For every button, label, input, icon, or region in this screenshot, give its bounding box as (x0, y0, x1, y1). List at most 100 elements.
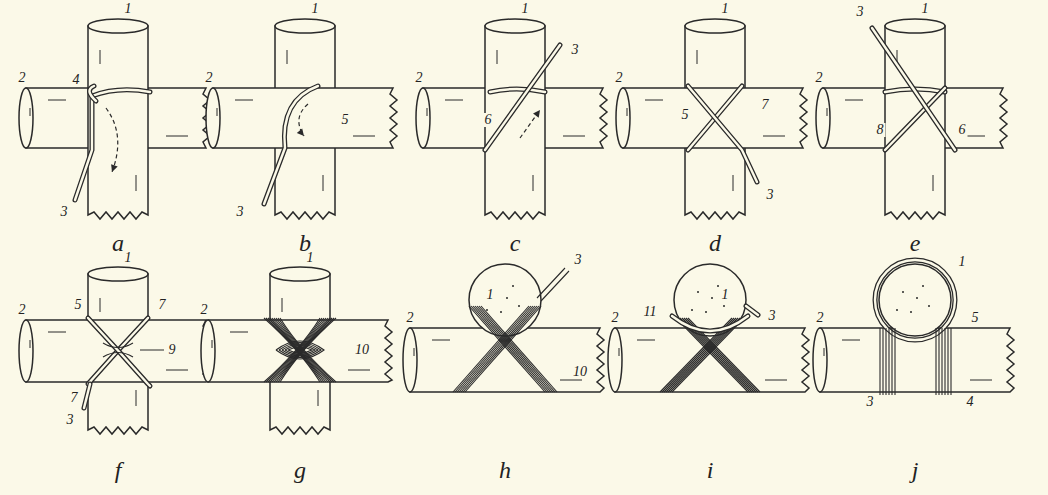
rope-fill (672, 316, 748, 331)
callout-number: 10 (353, 343, 371, 357)
pole-cut-end (616, 88, 630, 148)
rope-outline (746, 306, 758, 315)
wood-grain-dot (500, 311, 502, 313)
wood-grain-dot (896, 309, 898, 311)
callout-number: 5 (340, 113, 351, 127)
callout-number: 1 (957, 255, 968, 269)
callout-number: 2 (610, 311, 621, 325)
callout-number: 2 (199, 303, 210, 317)
callout-number: 6 (483, 113, 494, 127)
wood-grain-dot (486, 309, 488, 311)
pole-grain (100, 50, 136, 191)
rope-strand (463, 306, 539, 392)
callout-number: 7 (157, 298, 168, 312)
rope-strand (103, 343, 133, 357)
rope-strand (264, 318, 320, 382)
rope-strand (459, 306, 535, 392)
rope-strand (475, 306, 551, 392)
lashing-step (19, 19, 210, 219)
pole-cut-end (19, 88, 33, 148)
rope-outline (264, 86, 318, 204)
wood-grain-dot (922, 285, 924, 287)
callout-number: 1 (720, 288, 731, 302)
rope-strand (272, 318, 328, 382)
rope-strand (280, 318, 336, 382)
rope-strand (461, 306, 537, 392)
callout-number: 4 (71, 73, 82, 87)
rope-strand (938, 328, 939, 395)
rope-fill (88, 318, 150, 386)
pole-grain (217, 100, 375, 136)
callout-number: 2 (405, 311, 416, 325)
rope-outline (75, 90, 150, 200)
callout-number: 6 (957, 123, 968, 137)
rope-strand (469, 306, 545, 392)
rope-fill (264, 86, 318, 204)
callout-number: 1 (720, 2, 731, 16)
lashing-step (201, 267, 392, 434)
callout-number: 7 (69, 391, 80, 405)
rope-strand (879, 328, 880, 395)
pole-cut-end (201, 320, 215, 382)
leader-line (140, 350, 164, 351)
rope-strand (481, 306, 557, 392)
pole-cut-end (813, 328, 827, 392)
pole-cut-end (885, 19, 945, 33)
callout-number: 3 (573, 253, 584, 267)
rope-strand (950, 328, 951, 395)
callout-number: 3 (865, 395, 876, 409)
callout-number: 1 (520, 2, 531, 16)
rope-outline (672, 316, 748, 331)
pole-end-view (469, 264, 541, 336)
wood-grain-dot (506, 297, 508, 299)
callout-number: 10 (571, 365, 589, 379)
wood-grain-dot (518, 305, 520, 307)
rope-strand (264, 318, 320, 382)
callout-number: 1 (123, 251, 134, 265)
arrow-head (297, 128, 307, 138)
rope-strand (935, 328, 936, 395)
callout-number: 2 (814, 71, 825, 85)
wood-grain-dot (928, 305, 930, 307)
rope-strand (882, 328, 883, 395)
rope-strand (285, 346, 315, 355)
step-letter: j (910, 458, 921, 482)
pole-cut-end (608, 328, 622, 392)
rope-fill (875, 260, 955, 340)
rope-outline (872, 28, 955, 150)
rope-outline (875, 260, 955, 340)
pole-body (615, 328, 809, 392)
wood-grain-dot (902, 291, 904, 293)
step-letter: f (113, 458, 124, 482)
callout-number: 3 (59, 205, 70, 219)
pole-cut-end (88, 267, 148, 281)
lashing-step (206, 19, 397, 219)
callout-number: 11 (642, 305, 659, 319)
pole-cut-end (485, 19, 545, 33)
rope-fill (872, 28, 955, 150)
wood-grain-dot (691, 309, 693, 311)
rope-strand (270, 318, 326, 382)
rope-strand (453, 306, 529, 392)
rope-fill (490, 89, 545, 92)
wood-grain-dot (910, 311, 912, 313)
rope-strand (276, 341, 324, 359)
rope-strand (941, 328, 942, 395)
callout-number: 5 (680, 108, 691, 122)
rope-strand (465, 306, 541, 392)
rope-fill (84, 384, 90, 408)
pole-grain (497, 50, 533, 191)
step-letter: c (508, 231, 523, 255)
lashing-step (416, 19, 607, 219)
callout-number: 3 (570, 43, 581, 57)
pole-cut-end (88, 19, 148, 33)
callout-number: 2 (17, 71, 28, 85)
rope-strand (268, 318, 324, 382)
pole-grain (824, 340, 992, 380)
wood-grain-dot (717, 285, 719, 287)
callout-number: 1 (485, 288, 496, 302)
rope-outline (688, 86, 757, 182)
callout-number: 2 (414, 71, 425, 85)
rope-fill (89, 86, 96, 101)
